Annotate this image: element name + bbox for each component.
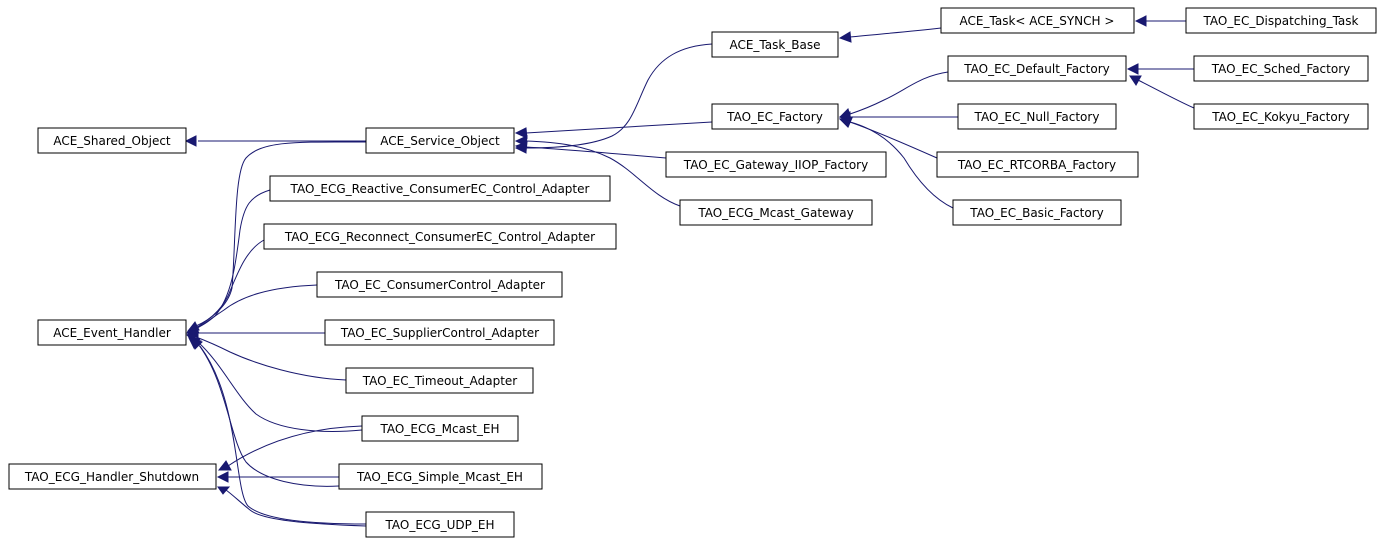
node-label: TAO_EC_Timeout_Adapter <box>362 374 517 388</box>
arrowhead-icon <box>1126 63 1139 75</box>
inheritance-edge-tao_ecg_simple_mcast_eh-to-tao_ecg_handler_shutdown <box>216 471 339 483</box>
edge-line <box>225 489 367 527</box>
node-label: TAO_EC_Gateway_IIOP_Factory <box>683 158 868 172</box>
node-tao-ecg-reconnect-consumerec-control-adapter[interactable]: TAO_ECG_Reconnect_ConsumerEC_Control_Ada… <box>263 223 617 250</box>
inheritance-edge-tao_ecg_mcast_eh-to-ace_event_handler <box>188 336 363 432</box>
node-tao-ecg-reactive-consumerec-control-adapter[interactable]: TAO_ECG_Reactive_ConsumerEC_Control_Adap… <box>269 175 611 202</box>
edge-line <box>197 343 340 487</box>
node-label: TAO_EC_SupplierControl_Adapter <box>340 326 539 340</box>
node-label: TAO_ECG_Mcast_Gateway <box>697 206 853 220</box>
node-label: TAO_EC_Kokyu_Factory <box>1211 110 1349 124</box>
arrowhead-icon <box>838 31 852 43</box>
node-ace-service-object[interactable]: ACE_Service_Object <box>365 127 515 154</box>
edge-line <box>195 284 318 330</box>
node-tao-ec-factory[interactable]: TAO_EC_Factory <box>711 103 839 130</box>
arrowhead-icon <box>217 486 231 495</box>
arrowhead-icon <box>217 460 232 471</box>
node-label: TAO_EC_Factory <box>726 110 823 124</box>
inheritance-edge-tao_ec_consumercontrol_adapter-to-ace_event_handler <box>187 284 318 335</box>
arrowhead-icon <box>514 135 528 147</box>
edge-line <box>195 141 367 327</box>
node-label: TAO_ECG_Reactive_ConsumerEC_Control_Adap… <box>290 182 590 196</box>
arrowhead-icon <box>1134 15 1147 27</box>
inheritance-edge-tao_ec_null_factory-to-tao_ec_factory <box>838 111 958 123</box>
node-tao-ec-rtcorba-factory[interactable]: TAO_EC_RTCORBA_Factory <box>936 151 1139 178</box>
inheritance-edge-tao_ec_basic_factory-to-tao_ec_factory <box>838 117 954 209</box>
node-ace-event-handler[interactable]: ACE_Event_Handler <box>37 319 187 346</box>
edge-line <box>525 140 681 207</box>
inheritance-edge-tao_ec_suppliercontrol_adapter-to-ace_event_handler <box>186 327 325 339</box>
node-tao-ec-basic-factory[interactable]: TAO_EC_Basic_Factory <box>952 199 1122 226</box>
node-label: TAO_ECG_Simple_Mcast_EH <box>356 470 523 484</box>
node-tao-ec-consumercontrol-adapter[interactable]: TAO_EC_ConsumerControl_Adapter <box>316 271 563 298</box>
node-label: TAO_EC_Dispatching_Task <box>1203 14 1359 28</box>
node-label: TAO_ECG_Reconnect_ConsumerEC_Control_Ada… <box>284 230 595 244</box>
inheritance-edge-tao_ec_kokyu_factory-to-tao_ec_default_factory <box>1129 75 1195 109</box>
edge-line <box>199 345 367 525</box>
node-label: ACE_Task_Base <box>729 38 820 52</box>
arrowhead-icon <box>1129 75 1142 86</box>
node-label: TAO_EC_Basic_Factory <box>969 206 1103 220</box>
node-ace-task-base[interactable]: ACE_Task_Base <box>711 31 839 58</box>
node-tao-ecg-mcast-eh[interactable]: TAO_ECG_Mcast_EH <box>361 415 519 442</box>
node-tao-ecg-udp-eh[interactable]: TAO_ECG_UDP_EH <box>365 511 515 538</box>
node-tao-ec-gateway-iiop-factory[interactable]: TAO_EC_Gateway_IIOP_Factory <box>665 151 887 178</box>
edge-line <box>849 27 942 38</box>
node-tao-ecg-handler-shutdown[interactable]: TAO_ECG_Handler_Shutdown <box>8 463 217 490</box>
inheritance-edge-tao_ec_sched_factory-to-tao_ec_default_factory <box>1126 63 1194 75</box>
inheritance-edge-ace_task_ace_synch-to-ace_task_base <box>838 27 942 43</box>
node-label: TAO_EC_Null_Factory <box>974 110 1100 124</box>
node-label: ACE_Service_Object <box>380 134 500 148</box>
arrowhead-icon <box>184 135 197 147</box>
inheritance-edge-tao_ecg_udp_eh-to-ace_event_handler <box>189 338 367 525</box>
inheritance-edge-tao_ec_default_factory-to-tao_ec_factory <box>838 71 949 120</box>
inheritance-edge-tao_ec_factory-to-ace_service_object <box>514 121 713 139</box>
node-tao-ec-suppliercontrol-adapter[interactable]: TAO_EC_SupplierControl_Adapter <box>324 319 555 346</box>
node-label: ACE_Task< ACE_SYNCH > <box>960 14 1115 28</box>
node-label: TAO_EC_RTCORBA_Factory <box>957 158 1116 172</box>
node-label: TAO_EC_Sched_Factory <box>1211 62 1350 76</box>
node-tao-ec-null-factory[interactable]: TAO_EC_Null_Factory <box>957 103 1117 130</box>
inheritance-edge-ace_service_object-to-ace_shared_object <box>184 135 366 147</box>
edge-line <box>1137 79 1195 109</box>
node-label: ACE_Shared_Object <box>53 134 171 148</box>
node-label: TAO_EC_ConsumerControl_Adapter <box>334 278 545 292</box>
edge-line <box>849 121 954 209</box>
node-ace-task-ace-synch[interactable]: ACE_Task< ACE_SYNCH > <box>940 7 1135 34</box>
inheritance-edge-tao_ecg_reconnect_consumerec_control_adapter-to-ace_event_handler <box>186 239 265 334</box>
edge-line <box>849 71 949 115</box>
edge-line <box>525 43 713 149</box>
node-tao-ec-sched-factory[interactable]: TAO_EC_Sched_Factory <box>1193 55 1369 82</box>
node-label: TAO_ECG_UDP_EH <box>385 518 495 532</box>
node-tao-ec-default-factory[interactable]: TAO_EC_Default_Factory <box>947 55 1127 82</box>
inheritance-edge-tao_ecg_mcast_eh-to-tao_ecg_handler_shutdown <box>217 425 363 471</box>
node-tao-ec-kokyu-factory[interactable]: TAO_EC_Kokyu_Factory <box>1193 103 1369 130</box>
inheritance-edge-tao_ecg_mcast_gateway-to-ace_service_object <box>514 135 681 207</box>
inheritance-edge-tao_ecg_udp_eh-to-tao_ecg_handler_shutdown <box>217 486 367 527</box>
node-label: ACE_Event_Handler <box>53 326 171 340</box>
arrowhead-icon <box>838 117 853 128</box>
arrowhead-icon <box>189 338 203 350</box>
node-label: TAO_EC_Default_Factory <box>963 62 1109 76</box>
node-tao-ecg-simple-mcast-eh[interactable]: TAO_ECG_Simple_Mcast_EH <box>338 463 543 490</box>
inheritance-edge-tao_ec_dispatching_task-to-ace_task_ace_synch <box>1134 15 1186 27</box>
inheritance-edge-tao_ecg_reactive_consumerec_control_adapter-to-ace_event_handler <box>185 189 271 334</box>
node-label: TAO_ECG_Handler_Shutdown <box>24 470 199 484</box>
edge-line <box>195 336 347 381</box>
node-label: TAO_ECG_Mcast_EH <box>380 422 500 436</box>
edge-line <box>195 239 265 329</box>
inheritance-edge-ace_task_base-to-ace_service_object <box>514 43 713 154</box>
arrowhead-icon <box>216 471 229 483</box>
edge-line <box>227 425 363 467</box>
edge-line <box>197 341 363 432</box>
node-tao-ecg-mcast-gateway[interactable]: TAO_ECG_Mcast_Gateway <box>679 199 873 226</box>
node-tao-ec-timeout-adapter[interactable]: TAO_EC_Timeout_Adapter <box>345 367 534 394</box>
node-ace-shared-object[interactable]: ACE_Shared_Object <box>37 127 187 154</box>
node-tao-ec-dispatching-task[interactable]: TAO_EC_Dispatching_Task <box>1185 7 1377 34</box>
edge-line <box>195 189 271 329</box>
edge-line <box>525 121 713 134</box>
arrowhead-icon <box>514 127 528 139</box>
